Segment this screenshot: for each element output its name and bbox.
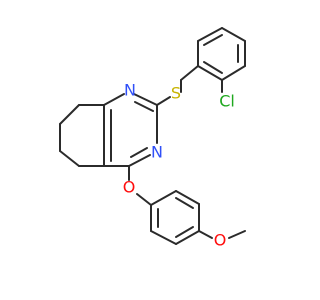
pyrimidine-ring [103,93,158,167]
nitrogen-atom-3: N [151,143,163,162]
chlorine-atom: Cl [219,92,235,111]
ether-oxygen-atom: O [123,178,136,197]
thioether-linkage [156,65,199,106]
chlorophenyl-ring [197,27,246,93]
cyclohexene-ring [59,104,105,167]
methoxyphenyl-ring [150,190,213,245]
molecule-structure: N N S Cl O O [59,27,246,250]
methyl-group [228,230,246,239]
nitrogen-atom-1: N [124,81,136,100]
sulfur-atom: S [171,84,181,103]
methoxy-oxygen-atom: O [214,231,227,250]
aryl-ether-linkage [128,165,152,206]
